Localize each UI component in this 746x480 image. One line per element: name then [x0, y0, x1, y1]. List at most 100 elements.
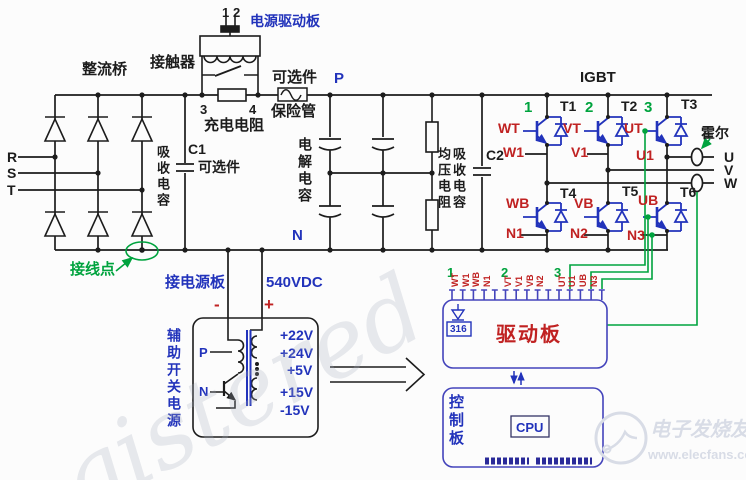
rectifier-label: 整流桥 [82, 61, 128, 78]
contactor [199, 15, 261, 95]
pin-vb: VB [525, 274, 535, 287]
junction-point-arrow [115, 256, 134, 272]
watermark-url: www.elecfans.com [648, 447, 746, 462]
watermark-site: 电子发烧友 [650, 419, 746, 441]
transformer-secondary [250, 335, 258, 401]
transformer-primary [237, 339, 245, 374]
electrolytic-caps [318, 95, 432, 250]
green-wire-ub [590, 217, 649, 289]
control-board [442, 387, 604, 468]
igbt-t1-label: T1 [560, 98, 577, 114]
junction-point-label: 接线点 [70, 261, 116, 278]
pin-group-2: 2 [501, 265, 509, 280]
aux-out-22v: +22V [280, 327, 314, 343]
igbt-t6-label: T6 [680, 184, 697, 200]
pin-group-1: 1 [447, 265, 455, 280]
p-bus-label: P [334, 70, 345, 87]
aux-out-neg15v: -15V [280, 402, 310, 418]
input-t-label: T [7, 182, 16, 198]
optional-label-fuse: 可选件 [272, 69, 318, 86]
dc-minus-label: - [214, 295, 220, 314]
pin-v1: V1 [514, 275, 524, 287]
electrolytic-cap-label: 电解电容 [297, 137, 313, 205]
pin-w1: W1 [461, 273, 471, 288]
contactor-pin-2: 2 [233, 5, 241, 20]
charge-resistor-label: 充电电阻 [204, 117, 265, 134]
igbt-num-2: 2 [585, 99, 594, 116]
green-wire-n3 [601, 235, 653, 289]
green-wire-hall [607, 192, 698, 326]
gate-ub-label: UB [638, 192, 659, 208]
aux-p-label: P [199, 345, 208, 360]
dc-plus-label: + [264, 295, 274, 314]
pin-n3: N3 [589, 275, 599, 287]
fuse [277, 87, 308, 102]
igbt-leg-wires [521, 95, 668, 250]
node-v1-label: V1 [571, 144, 589, 160]
gate-wt-label: WT [498, 120, 520, 136]
pin-wb: WB [471, 272, 481, 287]
power-driver-board-label: 电源驱动板 [250, 13, 320, 29]
fuse-label: 保险管 [271, 103, 317, 120]
hall-sensor-u [690, 147, 704, 167]
snubber-cap-c1 [176, 163, 194, 172]
pin-ut: UT [557, 275, 567, 287]
aux-power-label: 辅助开关电源 [166, 328, 182, 430]
pin-wt: WT [450, 273, 460, 287]
gate-ut-label: UT [624, 120, 643, 136]
input-s-label: S [7, 165, 17, 181]
input-r-label: R [7, 149, 18, 165]
pin-n1: N1 [482, 275, 492, 287]
junction-point-circle [125, 241, 159, 261]
aux-n-label: N [199, 384, 209, 399]
igbt-num-1: 1 [524, 99, 533, 116]
gate-vb-label: VB [574, 195, 594, 211]
pin-n2: N2 [535, 275, 545, 287]
aux-out-5v: +5V [287, 362, 313, 378]
transformer-core [246, 330, 252, 406]
gate-vt-label: VT [563, 120, 581, 136]
node-n1-label: N1 [506, 225, 524, 241]
driver-opto-component [446, 304, 472, 337]
pin-group-3: 3 [554, 265, 562, 280]
pin-ub: UB [578, 274, 588, 287]
aux-out-15v: +15V [280, 384, 314, 400]
hall-label: 霍尔 [701, 125, 729, 141]
igbt-t3-label: T3 [681, 96, 698, 112]
igbt-transistors [523, 116, 689, 232]
control-board-label: 控制板 [447, 394, 464, 448]
charge-resistor [217, 88, 247, 102]
dc-voltage-label: 540VDC [266, 274, 323, 291]
cpu-label: CPU [516, 420, 544, 435]
igbt-num-3: 3 [644, 99, 653, 116]
equalizing-resistor-label: 均压电阻 [436, 147, 451, 211]
driver-board-label: 驱动板 [496, 324, 562, 346]
aux-power-board [192, 317, 319, 438]
c2-snubber-label: 吸收电容 [451, 147, 466, 211]
pin-u1: U1 [567, 275, 577, 287]
node-w1-label: W1 [503, 144, 524, 160]
gate-wb-label: WB [506, 195, 530, 211]
to-power-board-label: 接电源板 [165, 274, 226, 291]
charge-resistor-pin-3: 3 [200, 102, 208, 117]
rectifier-bridge [43, 116, 154, 237]
node-u1-label: U1 [636, 147, 654, 163]
hall-sensor-w [690, 173, 704, 193]
bus-exchange-arrows [510, 371, 525, 385]
driver-opto-label: 316 [450, 324, 467, 335]
driver-board [442, 289, 608, 369]
igbt-section-label: IGBT [580, 69, 616, 86]
driver-connector-pins [449, 289, 605, 300]
aux-to-driver-arrow [330, 357, 426, 392]
igbt-t4-label: T4 [560, 185, 577, 201]
n-bus-label: N [292, 227, 303, 244]
phase-u-label: U [724, 149, 735, 165]
output-lines [548, 147, 714, 193]
phase-w-label: W [724, 175, 738, 191]
cpu-box [510, 415, 550, 438]
charge-resistor-pin-4: 4 [249, 102, 257, 117]
c1-snubber-label: 吸收电容 [155, 145, 170, 209]
green-wire-ut [569, 133, 646, 289]
